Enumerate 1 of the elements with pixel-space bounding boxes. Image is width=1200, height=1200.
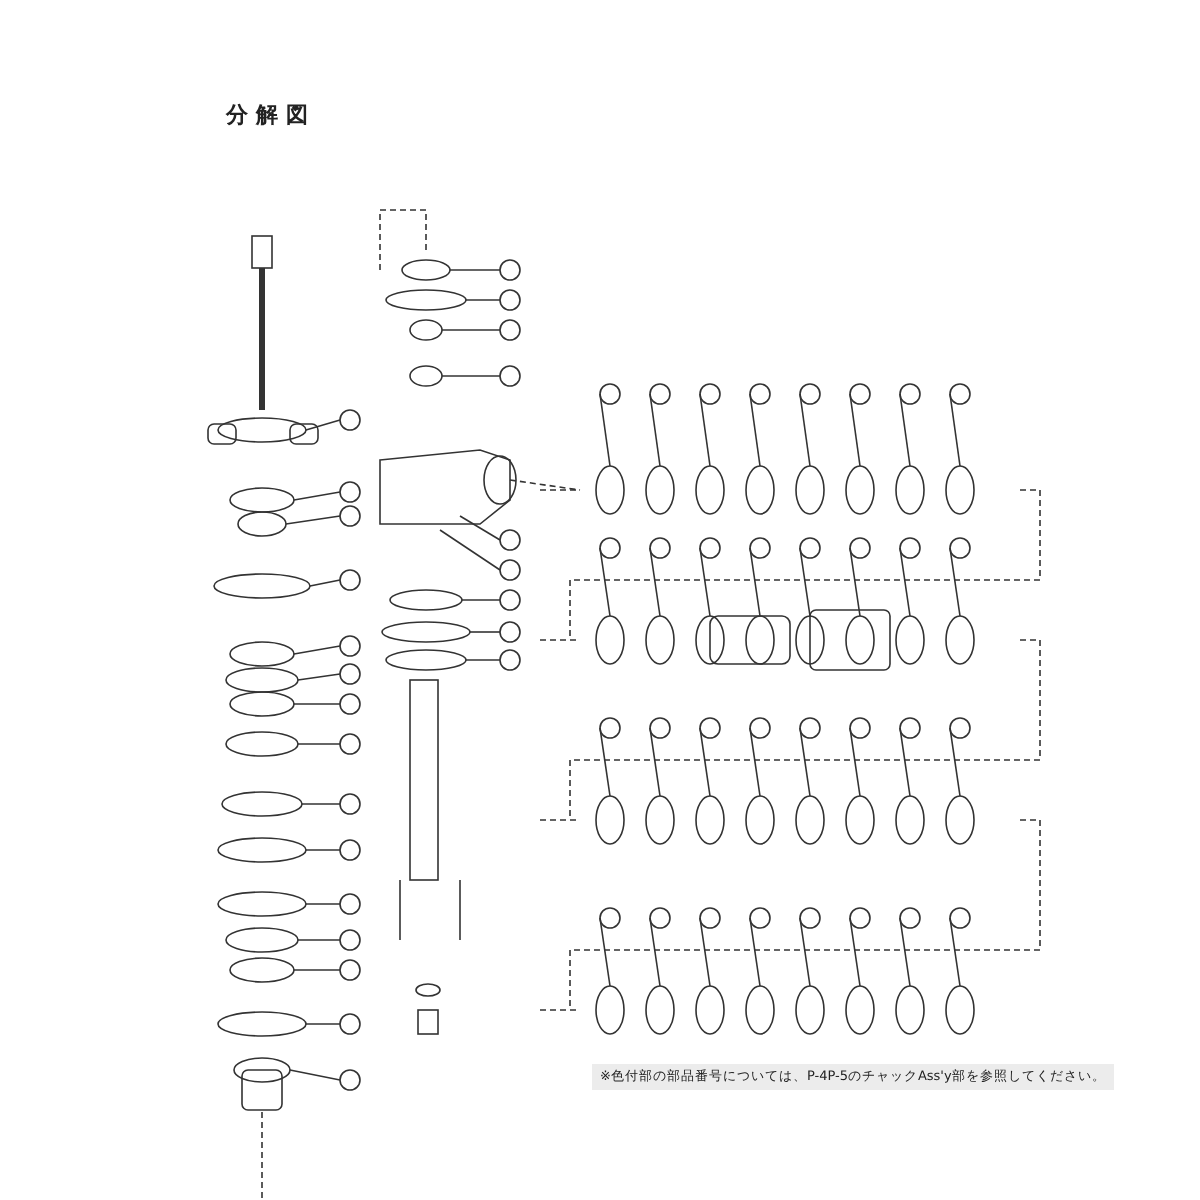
title: 分解図 (226, 100, 316, 130)
